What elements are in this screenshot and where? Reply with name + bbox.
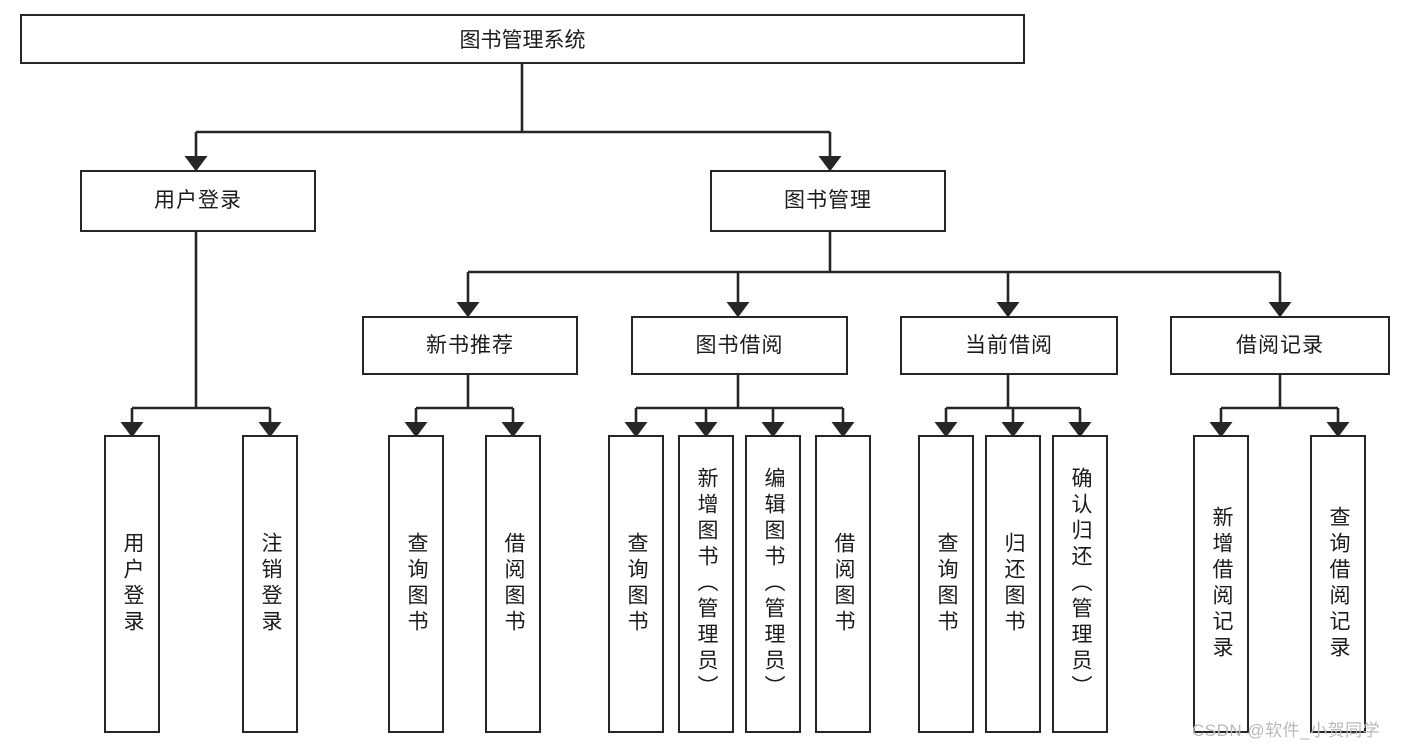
leaf-logout[interactable]: 注销登录 bbox=[242, 435, 298, 733]
node-book-management[interactable]: 图书管理 bbox=[710, 170, 946, 232]
leaf-add-borrow-record-label: 新增借阅记录 bbox=[1210, 506, 1234, 662]
csdn-watermark: CSDN @软件_小贺同学 bbox=[1192, 721, 1381, 740]
node-borrow-record[interactable]: 借阅记录 bbox=[1170, 316, 1390, 375]
leaf-query-book-current[interactable]: 查询图书 bbox=[918, 435, 974, 733]
node-user-login-label: 用户登录 bbox=[154, 189, 242, 213]
node-borrow-record-label: 借阅记录 bbox=[1236, 333, 1324, 357]
leaf-confirm-return-admin[interactable]: 确认归还（管理员） bbox=[1052, 435, 1108, 733]
node-root-label: 图书管理系统 bbox=[459, 29, 586, 52]
leaf-query-book-recommend[interactable]: 查询图书 bbox=[388, 435, 444, 733]
leaf-return-book[interactable]: 归还图书 bbox=[985, 435, 1041, 733]
leaf-query-book-current-label: 查询图书 bbox=[935, 532, 959, 636]
node-book-borrow-label: 图书借阅 bbox=[695, 333, 784, 357]
leaf-borrow-book-recommend[interactable]: 借阅图书 bbox=[485, 435, 541, 733]
leaf-return-book-label: 归还图书 bbox=[1002, 532, 1026, 636]
node-current-borrow-label: 当前借阅 bbox=[965, 333, 1053, 357]
node-new-book-recommend[interactable]: 新书推荐 bbox=[362, 316, 578, 375]
leaf-query-borrow-record-label: 查询借阅记录 bbox=[1327, 506, 1351, 662]
leaf-user-login-label: 用户登录 bbox=[121, 532, 145, 636]
leaf-borrow-book-recommend-label: 借阅图书 bbox=[502, 532, 526, 636]
leaf-edit-book-admin-label: 编辑图书（管理员） bbox=[762, 467, 786, 701]
leaf-add-book-admin[interactable]: 新增图书（管理员） bbox=[678, 435, 734, 733]
leaf-query-borrow-record[interactable]: 查询借阅记录 bbox=[1310, 435, 1366, 733]
leaf-logout-label: 注销登录 bbox=[259, 532, 283, 636]
leaf-user-login[interactable]: 用户登录 bbox=[104, 435, 160, 733]
node-new-book-recommend-label: 新书推荐 bbox=[426, 333, 514, 357]
node-user-login[interactable]: 用户登录 bbox=[80, 170, 316, 232]
leaf-confirm-return-admin-label: 确认归还（管理员） bbox=[1069, 467, 1093, 701]
leaf-query-book-recommend-label: 查询图书 bbox=[405, 532, 429, 636]
node-book-management-label: 图书管理 bbox=[784, 189, 872, 213]
node-book-borrow[interactable]: 图书借阅 bbox=[631, 316, 848, 375]
leaf-borrow-book-label: 借阅图书 bbox=[832, 532, 856, 636]
node-current-borrow[interactable]: 当前借阅 bbox=[900, 316, 1118, 375]
node-root-system[interactable]: 图书管理系统 bbox=[20, 14, 1025, 64]
leaf-add-borrow-record[interactable]: 新增借阅记录 bbox=[1193, 435, 1249, 733]
leaf-borrow-book[interactable]: 借阅图书 bbox=[815, 435, 871, 733]
leaf-add-book-admin-label: 新增图书（管理员） bbox=[695, 467, 719, 701]
leaf-query-book-borrow[interactable]: 查询图书 bbox=[608, 435, 664, 733]
leaf-edit-book-admin[interactable]: 编辑图书（管理员） bbox=[745, 435, 801, 733]
leaf-query-book-borrow-label: 查询图书 bbox=[625, 532, 649, 636]
